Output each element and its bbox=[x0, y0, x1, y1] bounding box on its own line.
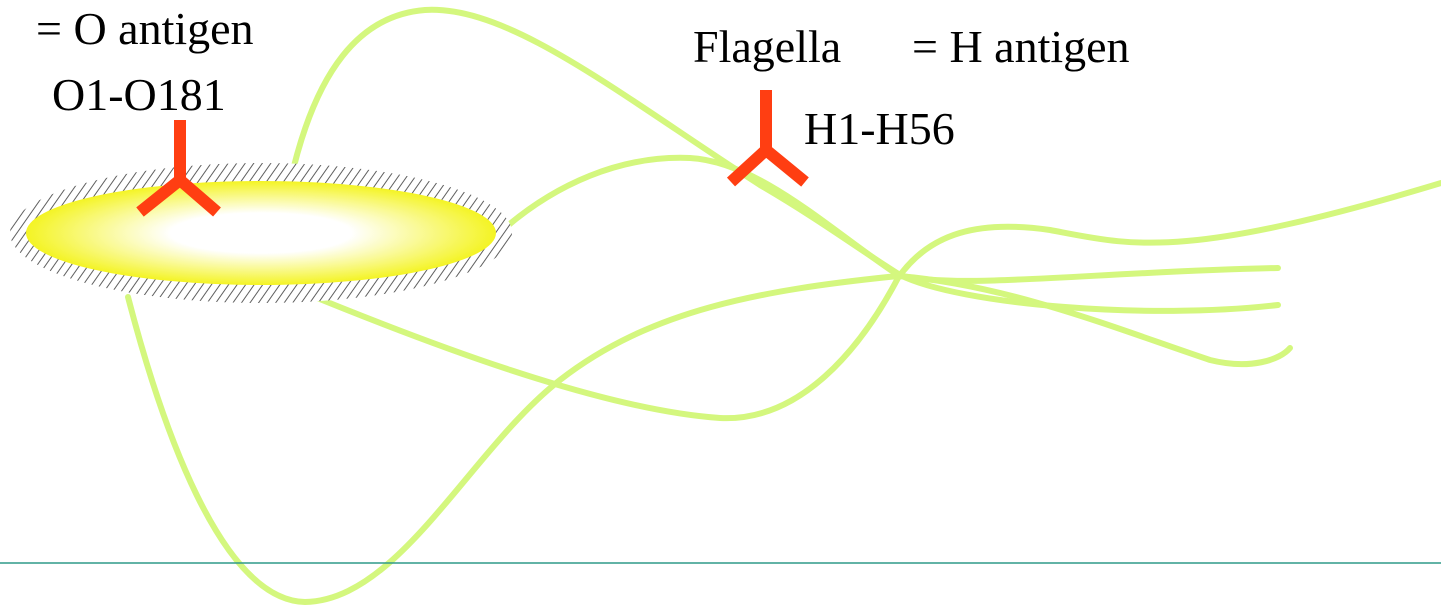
bacterial-cell-icon bbox=[10, 163, 512, 303]
cell-body bbox=[26, 181, 496, 285]
flagellum-icon bbox=[302, 180, 1441, 422]
o-antigen-label: = O antigen bbox=[36, 3, 254, 54]
h-serotype-range: H1-H56 bbox=[804, 103, 955, 154]
o-serotype-range: O1-O181 bbox=[52, 69, 226, 120]
flagella-group bbox=[125, 6, 1441, 605]
antibody-icon bbox=[726, 90, 809, 187]
h-antigen-label: = H antigen bbox=[912, 21, 1130, 72]
flagellum-icon bbox=[125, 273, 1293, 605]
flagella-label: Flagella bbox=[693, 21, 842, 72]
antibody-icon bbox=[136, 120, 221, 217]
flagellum-icon bbox=[502, 154, 1281, 284]
